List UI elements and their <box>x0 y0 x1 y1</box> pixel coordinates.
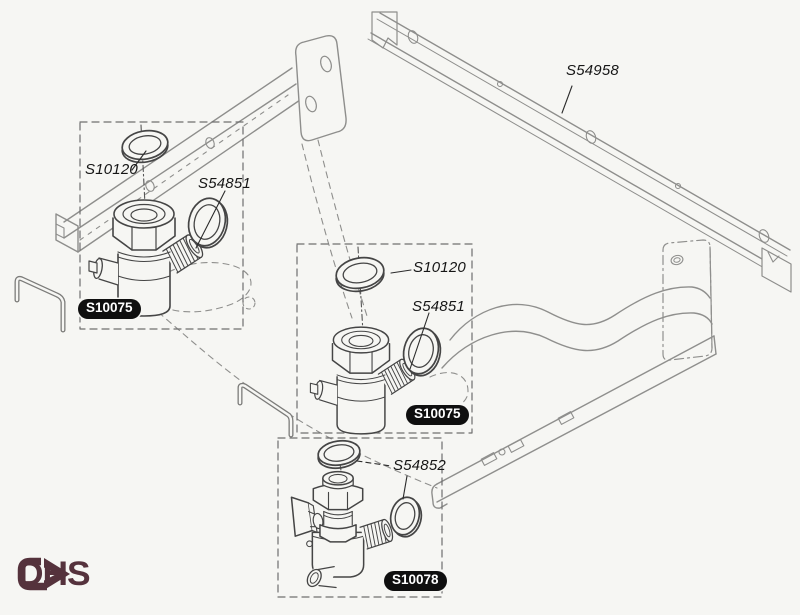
washer-s10120-middle <box>335 256 385 293</box>
dhs-logo-text: DHS <box>18 555 91 593</box>
side-plate <box>662 239 713 361</box>
assembly-lines <box>140 124 364 478</box>
detail-boxes <box>79 121 473 598</box>
washer-bottom <box>317 439 361 470</box>
valve-body-bottom <box>290 470 396 591</box>
detail-box-bottom <box>277 437 443 598</box>
label-wall-bar: S54958 <box>566 62 619 79</box>
retaining-clips <box>14 275 294 438</box>
label-oring-bottom: S54852 <box>393 457 446 474</box>
label-oring-mid: S54851 <box>412 298 465 315</box>
oring-s54852-bottom <box>389 496 423 538</box>
label-oring-top: S54851 <box>198 175 251 192</box>
label-washer-top: S10120 <box>85 161 138 178</box>
badge-valve-top: S10075 <box>78 299 141 319</box>
dhs-logo: DHS <box>15 555 91 593</box>
badge-valve-middle: S10075 <box>406 405 469 425</box>
dhs-arrow-icon <box>17 557 70 591</box>
valve-body-middle <box>309 326 419 436</box>
washer-s10120-top <box>121 129 169 164</box>
detail-box-middle <box>296 243 473 434</box>
detail-box-top-left <box>79 121 244 330</box>
badge-valve-bottom: S10078 <box>384 571 447 591</box>
leader-lines <box>131 85 573 500</box>
wall-bar-s54958 <box>367 11 792 293</box>
label-washer-mid: S10120 <box>413 259 466 276</box>
